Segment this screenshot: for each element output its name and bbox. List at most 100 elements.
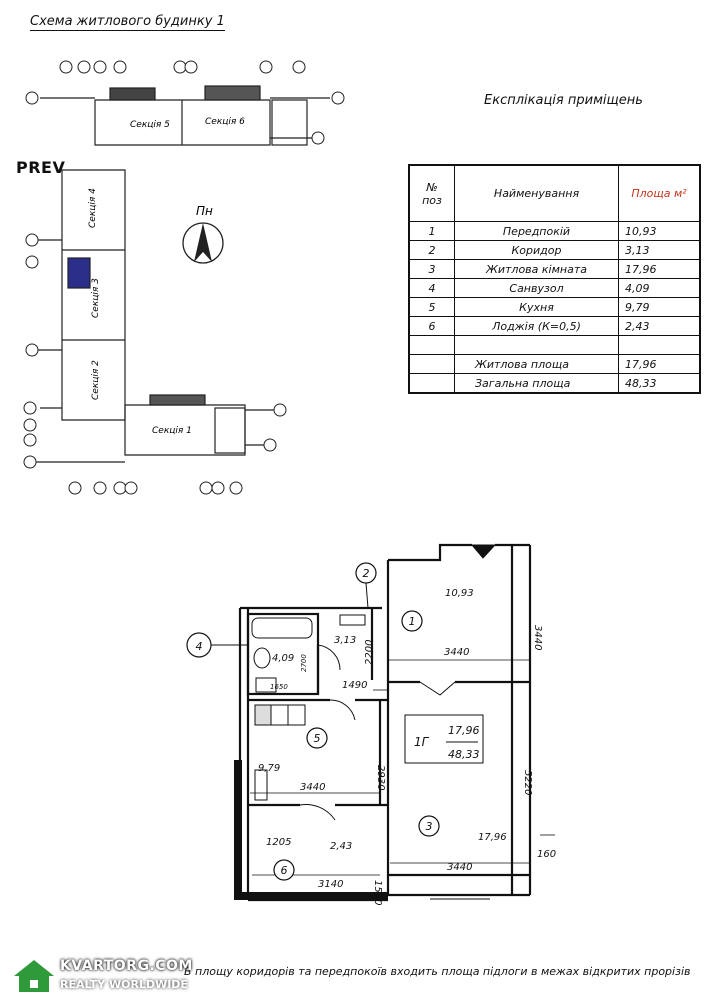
- wall-hatch: [234, 760, 242, 900]
- room-number: 3: [426, 820, 433, 833]
- axis-bubble: [292, 60, 306, 74]
- door-swing: [329, 699, 356, 721]
- axis-bubble: [184, 60, 198, 74]
- stair-block: [214, 407, 246, 454]
- dimension-label: 1205: [266, 837, 291, 848]
- axis-bubble: [23, 401, 37, 415]
- room-number: 5: [314, 732, 321, 745]
- axis-bubble: [263, 438, 277, 452]
- table-row-total: Загальна площа 48,33: [408, 373, 701, 394]
- apt-total-area: 48,33: [448, 748, 480, 761]
- room-area: 2,43: [330, 841, 352, 852]
- dimension-label: 2700: [300, 654, 308, 672]
- table-row: 2 Коридор 3,13: [408, 240, 701, 260]
- dimension-label: 3440: [300, 782, 325, 793]
- axis-bubble: [211, 481, 225, 495]
- axis-bubble: [229, 481, 243, 495]
- axis-bubble: [173, 60, 187, 74]
- explication-title: Експлікація приміщень: [484, 93, 643, 108]
- table-row: 5 Кухня 9,79: [408, 297, 701, 317]
- prev-button[interactable]: PREV: [16, 158, 66, 177]
- axis-bubble: [311, 131, 325, 145]
- house-logo-icon: [14, 960, 54, 992]
- axis-bubble: [113, 60, 127, 74]
- axis-bubble: [113, 481, 127, 495]
- balcony-block: [109, 87, 156, 101]
- axis-bubble: [25, 91, 39, 105]
- dimension-label: 3140: [318, 879, 343, 890]
- dimension-label: 160: [537, 849, 556, 860]
- axis-bubble: [124, 481, 138, 495]
- watermark-title: KVARTORG.COM: [60, 958, 193, 974]
- axis-bubble: [25, 343, 39, 357]
- axis-bubble: [93, 60, 107, 74]
- axis-bubble: [199, 481, 213, 495]
- wall-hatch: [236, 892, 388, 900]
- table-row: 6 Лоджія (К=0,5) 2,43: [408, 316, 701, 336]
- room-marker: [418, 815, 440, 837]
- table-row: 1 Передпокій 10,93: [408, 221, 701, 241]
- room-number: 6: [281, 864, 288, 877]
- room-area: 9,79: [258, 763, 280, 774]
- axis-bubble: [68, 481, 82, 495]
- door-swing: [299, 804, 336, 821]
- fridge-icon: [254, 769, 268, 801]
- section-label: Секція 5: [130, 120, 170, 130]
- room-number: 2: [363, 567, 370, 580]
- section-label: Секція 2: [91, 360, 101, 400]
- floor-plan-walls: [238, 543, 532, 902]
- axis-bubble: [273, 403, 287, 417]
- balcony-block: [204, 85, 261, 101]
- col-header-num: № поз: [408, 164, 455, 222]
- room-area: 3,13: [334, 635, 356, 646]
- col-header-name: Найменування: [454, 164, 619, 222]
- room-area: 10,93: [445, 588, 474, 599]
- dimension-label: 2200: [364, 640, 375, 665]
- section-label: Секція 3: [91, 278, 101, 318]
- apt-living-area: 17,96: [448, 724, 480, 737]
- table-row-living: Житлова площа 17,96: [408, 354, 701, 374]
- table-row: 4 Санвузол 4,09: [408, 278, 701, 298]
- dimension-label: 1550: [372, 880, 383, 905]
- table-row: 3 Житлова кімната 17,96: [408, 259, 701, 279]
- col-header-area: Площа м²: [618, 164, 701, 222]
- room-marker: [273, 859, 295, 881]
- dimension-label: 3440: [444, 647, 469, 658]
- north-arrow-icon: [182, 222, 224, 264]
- section-label: Секція 4: [88, 188, 98, 228]
- axis-bubble: [259, 60, 273, 74]
- door-swing: [419, 681, 456, 696]
- dimension-label: 1650: [270, 683, 288, 691]
- room-number: 4: [196, 640, 203, 653]
- axis-bubble: [59, 60, 73, 74]
- axis-bubble: [93, 481, 107, 495]
- room-marker: [401, 610, 423, 632]
- axis-bubble: [331, 91, 345, 105]
- dimension-label: 1490: [342, 680, 367, 691]
- watermark-subtitle: REALTY WORLDWIDE: [60, 978, 188, 991]
- room-number: 1: [409, 615, 416, 628]
- dimension-label: 3440: [447, 862, 472, 873]
- site-plan-title: Схема житлового будинку 1: [30, 14, 225, 31]
- balcony-block: [149, 394, 206, 406]
- north-label: Пн: [196, 204, 213, 218]
- explication-table: № поз Найменування Площа м² 1 Передпокій…: [408, 164, 701, 394]
- dimension-label: 2930: [375, 765, 386, 790]
- axis-bubble: [25, 233, 39, 247]
- room-area: 4,09: [272, 653, 294, 664]
- axis-bubble: [77, 60, 91, 74]
- section-label: Секція 1: [152, 426, 192, 436]
- room-area: 17,96: [478, 832, 507, 843]
- table-row-empty: [408, 335, 701, 355]
- axis-bubble: [25, 255, 39, 269]
- bathtub-icon: [251, 617, 313, 639]
- axis-bubble: [23, 433, 37, 447]
- closet-icon: [339, 614, 366, 626]
- axis-bubble: [23, 455, 37, 469]
- toilet-icon: [255, 677, 277, 693]
- sink-icon: [253, 647, 271, 669]
- dimension-label: 5220: [522, 770, 533, 795]
- dimension-label: 3440: [532, 625, 543, 650]
- door-swing: [317, 644, 341, 671]
- room-marker: [306, 727, 328, 749]
